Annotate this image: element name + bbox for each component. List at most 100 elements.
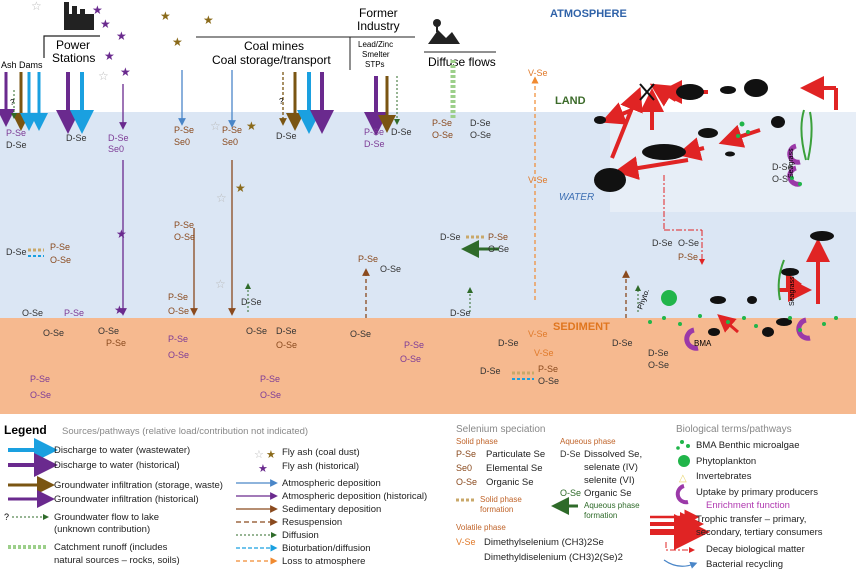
svg-text:Biological terms/pathways: Biological terms/pathways [676,424,792,435]
svg-text:Elemental Se: Elemental Se [486,463,543,474]
svg-text:selenate (IV): selenate (IV) [584,462,638,473]
svg-text:O-Se: O-Se [560,488,581,498]
svg-text:★: ★ [120,65,131,79]
svg-text:D-Se: D-Se [276,131,297,141]
svg-text:V-Se: V-Se [528,175,548,185]
svg-text:P-Se: P-Se [260,374,280,384]
svg-text:Trophic transfer – primary,: Trophic transfer – primary, [696,514,806,525]
svg-text:D-Se: D-Se [480,366,501,376]
svg-text:P-Se: P-Se [6,128,26,138]
svg-text:V-Se: V-Se [456,537,476,547]
svg-text:Uptake by primary producers: Uptake by primary producers [696,487,818,498]
svg-text:★: ★ [92,3,103,17]
svg-text:☆: ☆ [215,277,226,291]
svg-text:O-Se: O-Se [260,390,281,400]
svg-text:formation: formation [480,505,513,514]
svg-text:Resuspension: Resuspension [282,517,342,528]
svg-text:O-Se: O-Se [380,264,401,274]
source-ash-dams: Ash Dams [1,60,43,70]
svg-text:P-Se: P-Se [432,118,452,128]
svg-text:secondary, tertiary consumers: secondary, tertiary consumers [696,527,823,538]
svg-text:D-Se: D-Se [108,133,129,143]
svg-text:O-Se: O-Se [22,308,43,318]
power-stations-bracket [43,35,100,58]
svg-text:Invertebrates: Invertebrates [696,471,752,482]
svg-text:P-Se: P-Se [538,364,558,374]
source-diffuse: Diffuse flows [428,55,496,69]
svg-text:D-Se: D-Se [440,232,461,242]
svg-text:P-Se: P-Se [174,220,194,230]
source-former-1: Former [359,6,398,20]
source-arrows: ? ? [0,60,641,380]
svg-text:O-Se: O-Se [98,326,119,336]
svg-text:Solid phase: Solid phase [480,495,522,504]
svg-text:Selenium speciation: Selenium speciation [456,424,546,435]
sediment-label: SEDIMENT [553,321,610,333]
svg-text:D-Se: D-Se [364,139,385,149]
svg-text:BMA Benthic microalgae: BMA Benthic microalgae [696,440,800,451]
source-coal-2: Coal storage/transport [212,53,331,67]
svg-text:P-Se: P-Se [404,340,424,350]
svg-text:P-Se: P-Se [358,254,378,264]
svg-text:P-Se: P-Se [174,125,194,135]
svg-text:★: ★ [116,227,127,241]
svg-text:?: ? [10,98,15,107]
svg-text:O-Se: O-Se [276,340,297,350]
svg-text:O-Se: O-Se [50,255,71,265]
svg-text:Seagrass: Seagrass [788,148,795,178]
svg-text:Dissolved Se,: Dissolved Se, [584,449,642,460]
svg-text:P-Se: P-Se [678,252,698,262]
svg-text:Groundwater infiltration (hist: Groundwater infiltration (historical) [54,494,199,505]
legend: Legend Sources/pathways (relative load/c… [4,423,823,570]
svg-text:O-Se: O-Se [30,390,51,400]
landscape-icon [428,19,460,44]
svg-text:D-Se: D-Se [391,127,412,137]
svg-text:P-Se: P-Se [488,232,508,242]
svg-text:P-Se: P-Se [106,338,126,348]
svg-text:★: ★ [116,29,127,43]
svg-text:★: ★ [172,35,183,49]
source-power-2: Stations [52,51,95,65]
svg-text:Atmospheric deposition (histor: Atmospheric deposition (historical) [282,491,427,502]
svg-text:D-Se: D-Se [498,338,519,348]
svg-text:Organic Se: Organic Se [584,488,632,499]
svg-text:★: ★ [100,17,111,31]
svg-text:Volatile phase: Volatile phase [456,523,506,532]
source-power-1: Power [56,38,90,52]
svg-text:O-Se: O-Se [400,354,421,364]
svg-text:Aqueous phase: Aqueous phase [560,437,616,446]
svg-text:Seagrass: Seagrass [789,276,796,306]
svg-text:Aqueous phase: Aqueous phase [584,501,640,510]
land-zone [610,112,856,212]
svg-text:P-Se: P-Se [222,125,242,135]
svg-text:△: △ [679,473,687,484]
svg-text:natural sources – rocks, soils: natural sources – rocks, soils) [54,555,180,566]
svg-text:☆: ☆ [31,0,42,13]
source-former-3: Lead/Zinc [358,40,393,49]
svg-text:D-Se: D-Se [66,133,87,143]
svg-text:D-Se: D-Se [772,162,793,172]
svg-text:O-Se: O-Se [432,130,453,140]
svg-text:O-Se: O-Se [538,376,559,386]
svg-text:★: ★ [246,119,257,133]
svg-text:★: ★ [258,463,268,475]
svg-text:Fly ash (historical): Fly ash (historical) [282,461,359,472]
svg-text:☆: ☆ [216,191,227,205]
svg-text:O-Se: O-Se [456,477,477,487]
svg-text:Se0: Se0 [456,463,472,473]
svg-text:P-Se: P-Se [30,374,50,384]
svg-text:Se0: Se0 [108,144,124,154]
svg-text:formation: formation [584,511,617,520]
svg-text:O-Se: O-Se [168,306,189,316]
svg-text:Bioturbation/diffusion: Bioturbation/diffusion [282,543,371,554]
water-label: WATER [559,192,594,203]
svg-text:P-Se: P-Se [168,334,188,344]
svg-text:Discharge to water (wastewater: Discharge to water (wastewater) [54,445,190,456]
legend-subtitle: Sources/pathways (relative load/contribu… [62,426,308,437]
svg-text:O-Se: O-Se [246,326,267,336]
svg-text:D-Se: D-Se [612,338,633,348]
svg-text:D-Se: D-Se [652,238,673,248]
svg-text:Fly ash (coal dust): Fly ash (coal dust) [282,447,360,458]
